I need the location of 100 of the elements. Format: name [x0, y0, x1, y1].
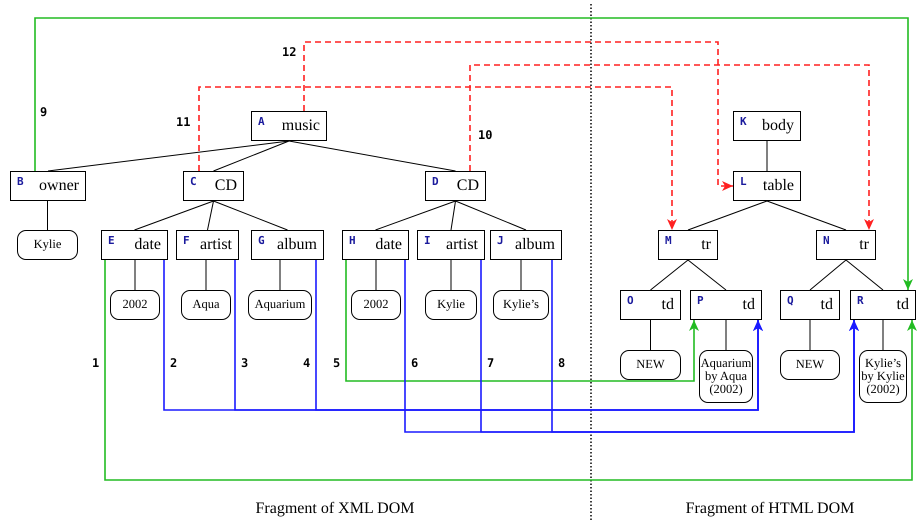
text-node: 2002	[110, 290, 160, 320]
mapping-arrow	[469, 64, 874, 230]
element-box	[425, 171, 486, 201]
text-node: NEW	[780, 350, 840, 380]
element-name: album	[277, 236, 317, 254]
element-box	[342, 230, 409, 260]
tree-line	[450, 200, 456, 230]
element-box	[733, 111, 801, 141]
edge-number: 2	[170, 356, 178, 370]
text-node: Kylie	[425, 290, 477, 320]
node-letter: J	[497, 234, 504, 247]
element-name: artist	[446, 236, 478, 254]
element-name: tr	[701, 236, 711, 254]
tree-line	[650, 320, 651, 350]
mapping-arrow	[104, 260, 917, 481]
tree-line	[134, 200, 214, 230]
fragment-caption: Fragment of HTML DOM	[686, 500, 854, 518]
element-name: td	[820, 296, 833, 314]
node-letter: D	[432, 175, 439, 188]
edge-number: 12	[282, 45, 296, 59]
tree-line	[213, 200, 288, 230]
mapping-arrow	[315, 260, 763, 411]
element-name: body	[762, 117, 794, 135]
tree-line	[688, 260, 726, 290]
node-letter: O	[627, 294, 634, 307]
tree-line	[455, 200, 526, 230]
mapping-arrow	[345, 260, 699, 382]
edge-number: 10	[478, 128, 492, 142]
edge-number: 8	[558, 356, 566, 370]
edge-number: 7	[487, 356, 494, 370]
element-box	[816, 230, 876, 260]
edge-number: 1	[92, 356, 100, 370]
tree-line	[134, 260, 136, 290]
node-letter: B	[17, 175, 24, 188]
element-name: date	[134, 236, 161, 254]
mapping-arrow	[34, 17, 913, 290]
edge-number: 3	[241, 356, 248, 370]
edge-number: 9	[40, 105, 48, 119]
element-box	[690, 290, 762, 320]
element-box	[658, 230, 718, 260]
fragment-caption: Fragment of XML DOM	[256, 500, 414, 518]
element-name: CD	[214, 177, 237, 195]
node-letter: R	[857, 294, 864, 307]
element-name: tr	[859, 236, 869, 254]
node-letter: L	[740, 175, 747, 188]
element-box	[183, 171, 244, 201]
element-box	[620, 290, 681, 320]
tree-line	[650, 260, 688, 290]
element-name: table	[762, 177, 794, 195]
node-letter: P	[697, 294, 704, 307]
element-box	[101, 230, 168, 260]
element-box	[176, 230, 239, 260]
element-box	[780, 290, 840, 320]
tree-line	[47, 200, 48, 230]
node-letter: Q	[787, 294, 794, 307]
text-node: Kylie	[17, 230, 78, 260]
element-name: date	[375, 236, 402, 254]
text-node: Aquarium by Aqua (2002)	[699, 350, 753, 403]
tree-line	[688, 200, 768, 230]
element-box	[417, 230, 485, 260]
element-box	[733, 171, 801, 201]
node-letter: I	[424, 234, 431, 247]
tree-line	[207, 200, 214, 230]
text-node: Aqua	[181, 290, 231, 320]
element-box	[251, 111, 327, 141]
text-node: Aquarium	[248, 290, 312, 320]
text-node: NEW	[620, 350, 681, 380]
mapping-arrow	[551, 260, 859, 433]
edge-number: 11	[176, 115, 190, 129]
edge-number: 5	[333, 356, 340, 370]
element-name: CD	[456, 177, 479, 195]
node-letter: K	[740, 115, 747, 128]
node-letter: H	[349, 234, 356, 247]
node-letter: F	[183, 234, 190, 247]
edge-number: 4	[303, 356, 310, 370]
edge-number: 6	[411, 356, 418, 370]
element-name: artist	[200, 236, 232, 254]
tree-line	[288, 140, 456, 172]
element-name: td	[896, 296, 909, 314]
tree-line	[846, 260, 884, 290]
element-name: album	[515, 236, 555, 254]
element-box	[10, 171, 86, 201]
element-name: music	[282, 117, 320, 135]
node-letter: M	[665, 234, 672, 247]
tree-line	[882, 320, 884, 350]
node-letter: N	[823, 234, 830, 247]
node-letter: A	[258, 115, 265, 128]
tree-line	[213, 140, 290, 172]
mapping-arrow	[198, 86, 677, 230]
tree-line	[48, 140, 290, 172]
element-name: td	[662, 296, 674, 314]
element-box	[251, 230, 324, 260]
element-name: td	[742, 296, 755, 314]
element-box	[850, 290, 916, 320]
text-node: 2002	[351, 290, 401, 320]
element-box	[490, 230, 562, 260]
mapping-arrow	[303, 41, 733, 191]
node-letter: C	[190, 175, 197, 188]
element-name: owner	[39, 177, 79, 195]
tree-line	[766, 200, 846, 230]
